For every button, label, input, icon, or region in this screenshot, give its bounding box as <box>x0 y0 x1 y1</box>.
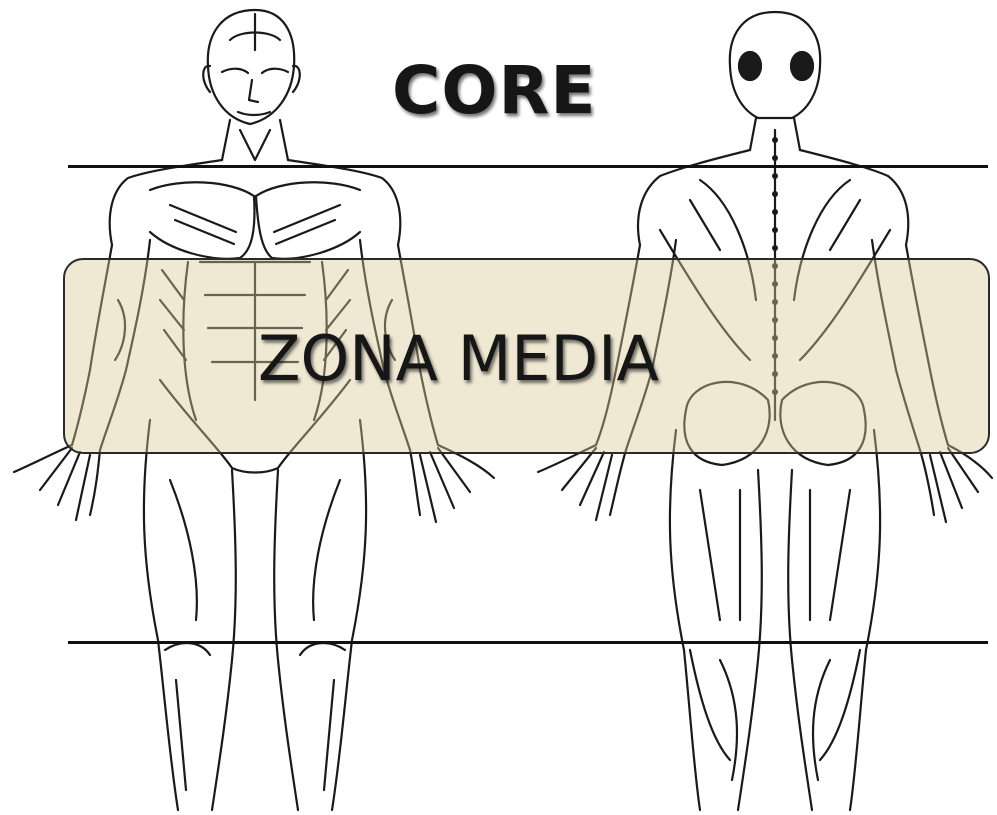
zone-label: ZONA MEDIA <box>258 322 659 395</box>
upper-boundary-line <box>68 165 988 168</box>
lower-boundary-line <box>68 641 988 644</box>
diagram-title: CORE <box>392 52 596 129</box>
